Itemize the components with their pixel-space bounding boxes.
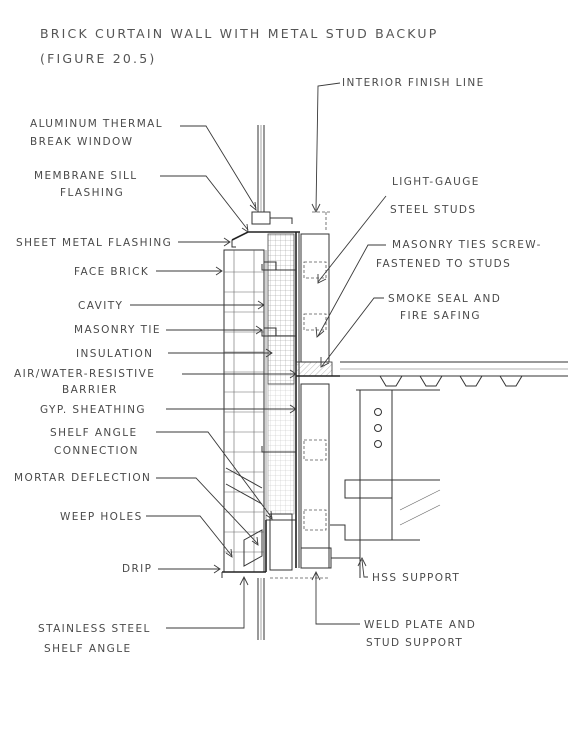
arrow-masonry-tie xyxy=(255,325,263,335)
leader-light-gauge xyxy=(317,195,387,283)
label-masonry-ties-2: FASTENED TO STUDS xyxy=(376,258,511,270)
arrow-masonry-ties xyxy=(315,326,325,338)
label-stainless-2: SHELF ANGLE xyxy=(44,643,131,655)
leader-interior-finish xyxy=(315,82,341,211)
label-light-gauge-1: LIGHT-GAUGE xyxy=(392,176,480,188)
arrow-mortar-deflection xyxy=(251,536,259,546)
masonry-ties xyxy=(261,261,296,453)
arrow-drip xyxy=(213,564,221,574)
arrow-air-water xyxy=(289,369,297,379)
label-masonry-tie: MASONRY TIE xyxy=(74,324,161,336)
arrow-shelf-angle xyxy=(265,510,273,520)
label-membrane-sill-1: MEMBRANE SILL xyxy=(34,170,138,182)
title-line-1: BRICK CURTAIN WALL WITH METAL STUD BACKU… xyxy=(40,26,438,41)
interior-finish-line-marker xyxy=(312,211,330,232)
shelf-angle xyxy=(221,513,296,578)
label-aluminum-window-1: ALUMINUM THERMAL xyxy=(30,118,163,130)
label-light-gauge-2: STEEL STUDS xyxy=(390,204,476,216)
arrow-face-brick xyxy=(215,266,223,276)
arrow-light-gauge xyxy=(317,274,327,284)
leader-shelf-angle xyxy=(156,431,273,519)
leader-weld-plate xyxy=(315,572,360,625)
label-weld-plate-1: WELD PLATE AND xyxy=(364,619,476,631)
label-stainless-1: STAINLESS STEEL xyxy=(38,623,151,635)
arrow-cavity xyxy=(257,300,265,310)
face-brick-wythe xyxy=(223,249,265,573)
label-masonry-ties-1: MASONRY TIES SCREW- xyxy=(392,239,542,251)
label-face-brick: FACE BRICK xyxy=(74,266,149,278)
arrow-sheet-metal xyxy=(223,237,231,247)
label-interior-finish-line: INTERIOR FINISH LINE xyxy=(342,77,485,89)
arrow-weld-plate xyxy=(311,570,321,581)
label-air-water-2: BARRIER xyxy=(62,384,118,396)
arrow-membrane-sill xyxy=(241,223,249,233)
arrow-hss-support xyxy=(357,556,367,567)
arrow-smoke-seal xyxy=(320,357,330,368)
flashing-drip-edge xyxy=(231,240,236,248)
label-insulation: INSULATION xyxy=(76,348,153,360)
leader-stainless xyxy=(166,578,245,629)
title-line-2: (FIGURE 20.5) xyxy=(40,51,156,66)
leader-hss-support xyxy=(361,559,368,578)
label-weep-holes: WEEP HOLES xyxy=(60,511,143,523)
arrow-stainless xyxy=(239,575,249,586)
leader-aluminum-window xyxy=(180,125,257,209)
steel-studs-upper xyxy=(300,233,330,363)
label-smoke-seal-1: SMOKE SEAL AND xyxy=(388,293,501,305)
rigid-insulation-lower xyxy=(267,383,295,515)
label-membrane-sill-2: FLASHING xyxy=(60,187,124,199)
label-shelf-angle-2: CONNECTION xyxy=(54,445,139,457)
label-sheet-metal-flashing: SHEET METAL FLASHING xyxy=(16,237,172,249)
label-aluminum-window-2: BREAK WINDOW xyxy=(30,136,133,148)
label-smoke-seal-2: FIRE SAFING xyxy=(400,310,481,322)
arrow-interior-finish xyxy=(311,203,321,214)
arrow-aluminum-window xyxy=(249,201,257,212)
arrow-gyp-sheathing xyxy=(289,404,297,414)
label-air-water-1: AIR/WATER-RESISTIVE xyxy=(14,368,155,380)
leader-membrane-sill xyxy=(160,175,249,231)
label-hss-support: HSS SUPPORT xyxy=(372,572,460,584)
lower-wall-continuation xyxy=(257,577,330,640)
label-gyp-sheathing: GYP. SHEATHING xyxy=(40,404,146,416)
leader-weep-holes xyxy=(146,515,233,557)
label-shelf-angle-1: SHELF ANGLE xyxy=(50,427,137,439)
label-cavity: CAVITY xyxy=(78,300,123,312)
leader-smoke-seal xyxy=(321,297,384,367)
label-mortar-deflection: MORTAR DEFLECTION xyxy=(14,472,151,484)
label-drip: DRIP xyxy=(122,563,152,575)
arrow-insulation xyxy=(265,348,273,358)
steel-beam xyxy=(330,389,441,541)
arrow-weep-holes xyxy=(225,548,233,558)
label-weld-plate-2: STUD SUPPORT xyxy=(366,637,463,649)
hss-support xyxy=(300,540,361,578)
window-frame xyxy=(251,125,293,225)
steel-studs-lower xyxy=(300,383,330,569)
leader-mortar-deflection xyxy=(156,477,259,545)
floor-deck xyxy=(340,361,568,387)
mortar-deflection xyxy=(225,467,263,567)
leader-masonry-ties xyxy=(317,244,386,337)
rigid-insulation xyxy=(267,233,295,385)
